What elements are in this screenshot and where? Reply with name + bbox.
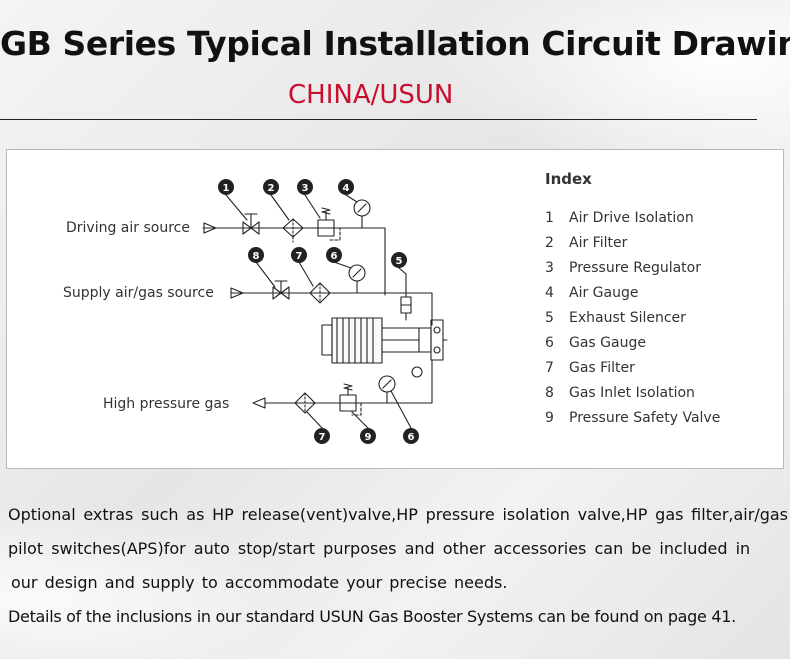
driving-inlet-arrow	[203, 222, 217, 234]
supply-gas-line	[230, 292, 433, 326]
callout-6-bottom: 6	[408, 432, 415, 443]
gas-filter-7-top-symbol	[309, 282, 331, 304]
description-text: Optional extras such as HP release(vent)…	[8, 501, 788, 637]
leader-7-bottom	[306, 411, 323, 429]
index-title: Index	[545, 170, 592, 188]
gas-filter-7-bottom-symbol	[294, 392, 316, 414]
booster-end-cap	[321, 324, 333, 356]
callout-5: 5	[396, 256, 403, 267]
callout-6-top: 6	[331, 251, 338, 262]
valve-1-handle	[244, 213, 258, 229]
driving-air-line	[202, 227, 386, 296]
booster-air-drive	[331, 317, 383, 364]
callout-3: 3	[302, 183, 309, 194]
paragraph-line-4: Details of the inclusions in our standar…	[8, 607, 736, 626]
leader-9	[351, 411, 369, 429]
callout-7-bottom: 7	[319, 432, 326, 443]
callout-7-top: 7	[296, 251, 303, 262]
driving-air-label: Driving air source	[66, 220, 190, 236]
callout-1: 1	[223, 183, 230, 194]
valve-8-handle	[274, 280, 288, 294]
regulator-3-spring	[321, 207, 331, 221]
brand-subtitle: CHINA/USUN	[288, 80, 454, 110]
regulator-3-pilot	[329, 227, 341, 241]
callout-2: 2	[268, 183, 275, 194]
high-pressure-label: High pressure gas	[103, 396, 229, 412]
leader-2	[270, 194, 290, 221]
leader-4	[345, 194, 358, 203]
supply-gas-label: Supply air/gas source	[63, 285, 214, 301]
callout-9: 9	[365, 432, 372, 443]
page-title: GB Series Typical Installation Circuit D…	[0, 24, 790, 63]
outlet-arrow	[252, 397, 266, 409]
circuit-diagram: 1 2 3 4 5 6 7 8 7 9 6 Driving air source…	[63, 179, 448, 444]
circuit-diagram-panel: 1 2 3 4 5 6 7 8 7 9 6 Driving air source…	[6, 149, 784, 469]
callout-discs	[218, 179, 419, 444]
booster-drain	[411, 366, 423, 378]
callout-8: 8	[253, 251, 260, 262]
leader-1	[225, 194, 248, 221]
leader-5	[398, 267, 407, 275]
leader-8	[255, 261, 276, 288]
leader-7-top	[298, 261, 314, 287]
booster-check-valves	[430, 319, 444, 361]
air-gauge-4-symbol	[353, 199, 371, 217]
leader-6-bottom	[390, 390, 412, 429]
leader-3	[304, 194, 321, 219]
supply-inlet-arrow	[230, 287, 244, 299]
gas-gauge-6-bottom-symbol	[378, 375, 396, 393]
paragraph-line-2: pilot switches(APS)for auto stop/start p…	[8, 539, 751, 558]
paragraph-line-3: our design and supply to accommodate you…	[11, 573, 508, 592]
booster-gas-head	[418, 327, 432, 353]
booster-tie-rods	[381, 327, 420, 353]
high-pressure-line	[264, 359, 433, 404]
paragraph-line-1: Optional extras such as HP release(vent)…	[8, 505, 788, 524]
header-divider	[0, 119, 757, 120]
gas-gauge-6-top-symbol	[348, 264, 366, 282]
leader-6-top	[333, 261, 352, 269]
callout-4: 4	[343, 183, 350, 194]
